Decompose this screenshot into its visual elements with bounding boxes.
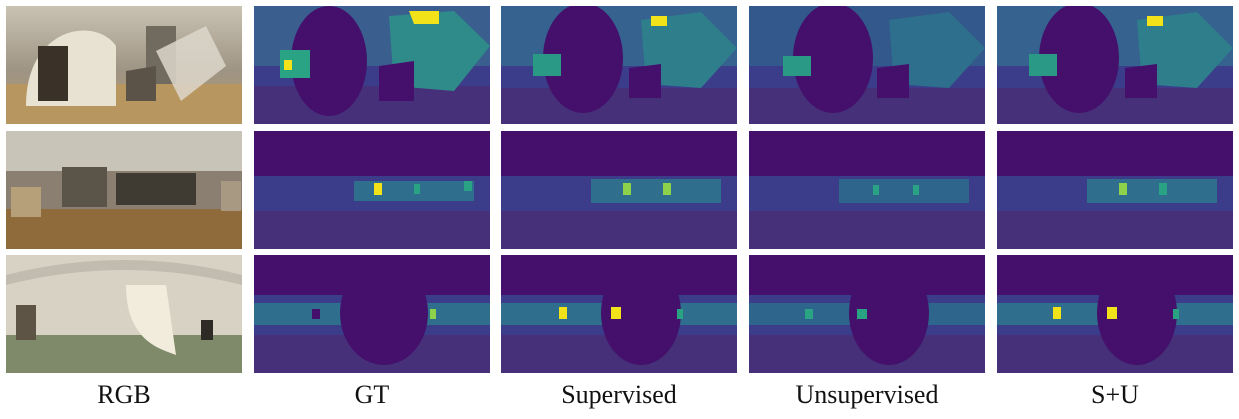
gt-depth-row3 — [254, 255, 490, 373]
gt-depth-row1 — [254, 6, 490, 124]
su-depth-row2 — [997, 131, 1233, 249]
su-depth-row3 — [997, 255, 1233, 373]
su-depth-row1 — [997, 6, 1233, 124]
rgb-image-row2 — [6, 131, 242, 249]
column-label-rgb: RGB — [97, 380, 151, 409]
unsupervised-depth-row1 — [749, 6, 985, 124]
supervised-depth-row1 — [501, 6, 737, 124]
column-label-supervised: Supervised — [561, 380, 677, 409]
supervised-depth-row2 — [501, 131, 737, 249]
unsupervised-depth-row2 — [749, 131, 985, 249]
gt-depth-row2 — [254, 131, 490, 249]
supervised-depth-row3 — [501, 255, 737, 373]
rgb-image-row3 — [6, 255, 242, 373]
unsupervised-depth-row3 — [749, 255, 985, 373]
column-label-gt: GT — [354, 380, 390, 409]
column-label-su: S+U — [1091, 380, 1139, 409]
rgb-image-row1 — [6, 6, 242, 124]
column-label-unsupervised: Unsupervised — [795, 380, 939, 409]
